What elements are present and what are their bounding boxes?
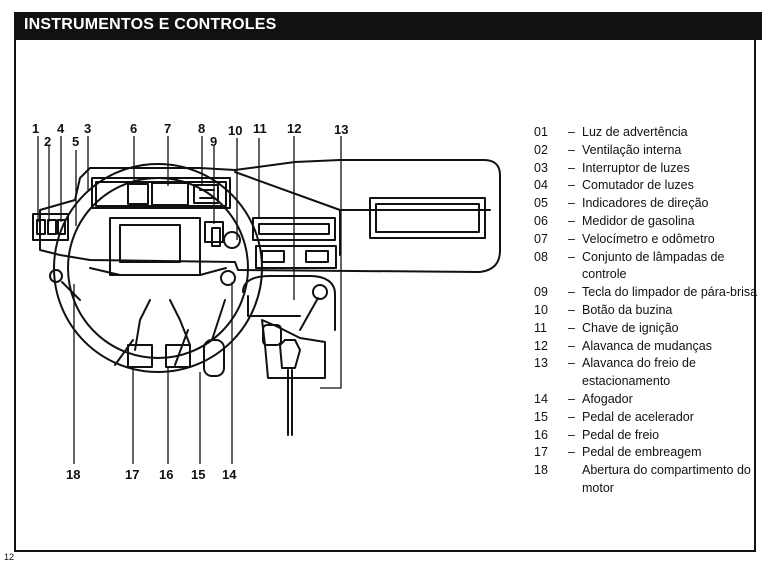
legend-number: 16	[534, 427, 548, 442]
callout-9: 9	[210, 134, 218, 149]
legend-number: 09	[534, 285, 548, 300]
callout-2: 2	[44, 134, 52, 149]
legend-dash: –	[568, 356, 575, 371]
legend-number: 10	[534, 302, 548, 317]
legend-number: 12	[534, 338, 548, 353]
legend-item: 10 –Botão da buzina	[534, 302, 760, 320]
legend-text: Afogador	[582, 391, 633, 406]
legend-item: 18 Abertura do compartimento do motor	[534, 462, 760, 498]
callout-10: 10	[228, 123, 243, 138]
legend-item: 03 –Interruptor de luzes	[534, 160, 760, 178]
legend-dash: –	[568, 285, 575, 300]
legend-text: Comutador de luzes	[582, 178, 694, 193]
legend-number: 06	[534, 213, 548, 228]
legend-text: Abertura do compartimento do motor	[582, 463, 751, 495]
callout-12: 12	[287, 121, 302, 136]
legend-number: 02	[534, 142, 548, 157]
legend-item: 12 –Alavanca de mudanças	[534, 338, 760, 356]
legend-text: Chave de ignição	[582, 320, 679, 335]
callout-5: 5	[72, 134, 80, 149]
legend-number: 01	[534, 125, 548, 139]
legend-item: 04 –Comutador de luzes	[534, 177, 760, 195]
callout-13: 13	[334, 122, 349, 137]
legend-list: 01–Luz de advertência 02–Ventilação inte…	[534, 124, 760, 498]
legend-text: Ventilação interna	[582, 142, 682, 157]
legend-text: Interruptor de luzes	[582, 160, 690, 175]
legend-dash: –	[568, 391, 575, 406]
legend-dash: –	[568, 231, 575, 246]
legend-number: 15	[534, 409, 548, 424]
legend-dash: –	[568, 196, 575, 211]
callout-15: 15	[191, 467, 206, 482]
legend-text: Tecla do limpador de pára-brisa	[582, 285, 758, 300]
legend-number: 08	[534, 249, 548, 264]
legend-dash: –	[568, 178, 575, 193]
callout-11: 11	[253, 121, 267, 136]
legend-number: 17	[534, 445, 548, 460]
callout-18: 18	[66, 467, 81, 482]
legend-dash: –	[568, 427, 575, 442]
callout-14: 14	[222, 467, 237, 482]
legend-number: 04	[534, 178, 548, 193]
legend-text: Velocímetro e odômetro	[582, 231, 715, 246]
legend-item: 06 –Medidor de gasolina	[534, 213, 760, 231]
legend-number: 18	[534, 463, 548, 478]
legend-dash: –	[568, 249, 575, 264]
legend-number: 13	[534, 356, 548, 371]
legend-text: Pedal de embreagem	[582, 445, 702, 460]
legend-item: 07 –Velocímetro e odômetro	[534, 231, 760, 249]
callout-3: 3	[84, 121, 92, 136]
callout-7: 7	[164, 121, 172, 136]
legend-number: 03	[534, 160, 548, 175]
legend-dash: –	[568, 409, 575, 424]
callout-1: 1	[32, 121, 40, 136]
callout-17: 17	[125, 467, 140, 482]
legend-text: Botão da buzina	[582, 302, 673, 317]
legend-number: 07	[534, 231, 548, 246]
legend-item: 16 –Pedal de freio	[534, 427, 760, 445]
callout-6: 6	[130, 121, 138, 136]
legend-item: 15 –Pedal de acelerador	[534, 409, 760, 427]
legend-text: Alavanca do freio de estacionamento	[582, 356, 696, 389]
page-number: 12	[4, 552, 15, 562]
header-bar: INSTRUMENTOS E CONTROLES	[14, 12, 762, 40]
legend-item: 17 –Pedal de embreagem	[534, 444, 760, 462]
legend-item: 14 –Afogador	[534, 391, 760, 409]
legend-dash: –	[568, 160, 575, 175]
legend-dash: –	[568, 125, 575, 139]
legend-text: Medidor de gasolina	[582, 213, 695, 228]
legend-text: Indicadores de direção	[582, 196, 709, 211]
legend-dash: –	[568, 320, 575, 335]
legend-text: Luz de advertência	[582, 125, 688, 139]
legend-dash: –	[568, 142, 575, 157]
legend-item: 13 –Alavanca do freio de estacionamento	[534, 355, 760, 391]
legend-dash	[568, 462, 582, 498]
legend-text: Pedal de freio	[582, 427, 660, 442]
legend-text: Alavanca de mudanças	[582, 338, 712, 353]
legend-item: 05 –Indicadores de direção	[534, 195, 760, 213]
legend-dash: –	[568, 213, 575, 228]
callout-4: 4	[57, 121, 65, 136]
legend-dash: –	[568, 338, 575, 353]
callout-16: 16	[159, 467, 174, 482]
legend-item: 09 –Tecla do limpador de pára-brisa	[534, 284, 760, 302]
legend-item: 11 –Chave de ignição	[534, 320, 760, 338]
legend-number: 14	[534, 391, 548, 406]
legend-dash: –	[568, 302, 575, 317]
legend-item: 02 –Ventilação interna	[534, 142, 760, 160]
legend-text: Pedal de acelerador	[582, 409, 694, 424]
legend-dash: –	[568, 445, 575, 460]
legend-text: Conjunto de lâmpadas de controle	[582, 249, 725, 282]
legend-number: 11	[534, 320, 547, 335]
legend-item: 08 –Conjunto de lâmpadas de controle	[534, 249, 760, 285]
page-frame	[14, 40, 756, 552]
legend-number: 05	[534, 196, 548, 211]
callout-8: 8	[198, 121, 206, 136]
legend-item: 01 –Luz de advertência	[534, 124, 760, 142]
page-title: INSTRUMENTOS E CONTROLES	[24, 16, 277, 33]
